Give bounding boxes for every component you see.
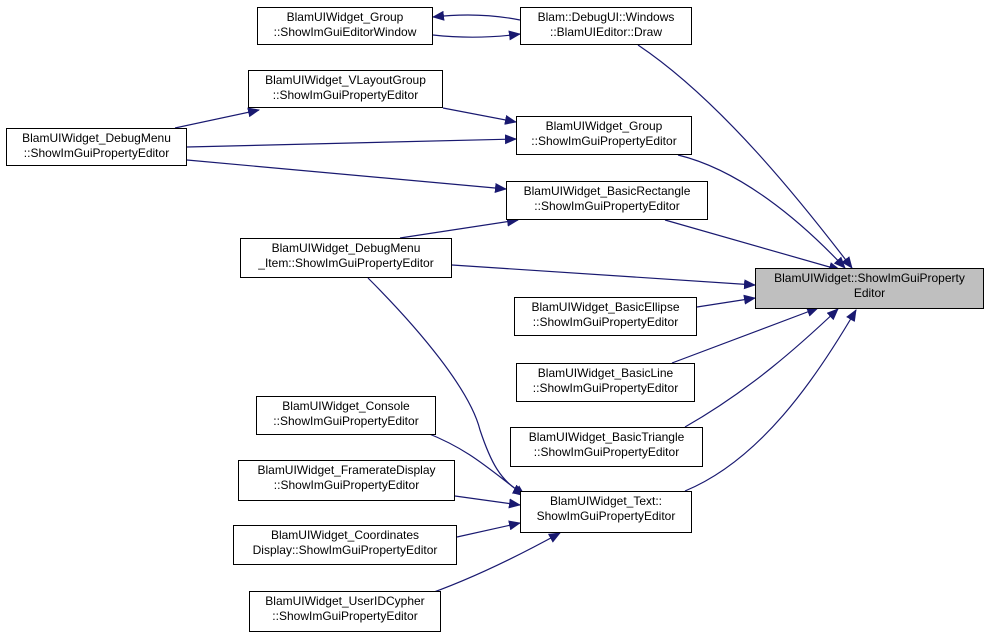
node-label-line2: Display::ShowImGuiPropertyEditor xyxy=(252,543,438,557)
node-label-line2: ::BlamUIEditor::Draw xyxy=(549,25,663,39)
node-label-line2: ::ShowImGuiPropertyEditor xyxy=(23,146,170,160)
node-label-line2: ::ShowImGuiPropertyEditor xyxy=(532,315,679,329)
edge-basic-line-to-target xyxy=(671,307,819,364)
node-target-showimguipropertyeditor: BlamUIWidget::ShowImGuiProperty Editor xyxy=(755,268,984,309)
node-label-line2: ShowImGuiPropertyEditor xyxy=(536,509,676,523)
node-blamuieditor-draw[interactable]: Blam::DebugUI::Windows ::BlamUIEditor::D… xyxy=(520,7,692,45)
edge-useridcypher-to-text xyxy=(419,532,561,598)
node-label-line1: BlamUIWidget_BasicEllipse xyxy=(531,300,680,314)
node-vlayoutgroup[interactable]: BlamUIWidget_VLayoutGroup ::ShowImGuiPro… xyxy=(248,70,443,108)
edge-debugmenu-to-vlayout xyxy=(174,107,260,129)
node-basic-rectangle[interactable]: BlamUIWidget_BasicRectangle ::ShowImGuiP… xyxy=(506,181,708,220)
node-label-line1: BlamUIWidget_BasicTriangle xyxy=(528,430,685,444)
edge-debugmenu-to-basic-rect xyxy=(186,159,507,193)
node-label-line2: ::ShowImGuiPropertyEditor xyxy=(272,609,418,623)
node-label-line1: BlamUIWidget_DebugMenu xyxy=(271,241,421,255)
target-label-line1: BlamUIWidget::ShowImGuiProperty xyxy=(774,271,965,285)
node-label-line1: BlamUIWidget_FramerateDisplay xyxy=(257,463,436,477)
node-group-editor-window[interactable]: BlamUIWidget_Group ::ShowImGuiEditorWind… xyxy=(257,7,433,45)
edge-debugmenu-item-to-target xyxy=(451,264,756,290)
node-basic-triangle[interactable]: BlamUIWidget_BasicTriangle ::ShowImGuiPr… xyxy=(510,427,703,467)
node-debugmenu[interactable]: BlamUIWidget_DebugMenu ::ShowImGuiProper… xyxy=(6,128,187,166)
node-label-line1: BlamUIWidget_Text:: xyxy=(549,494,663,508)
node-label-line1: BlamUIWidget_Console xyxy=(282,399,410,413)
edge-vlayout-to-group-prop xyxy=(442,107,517,125)
node-label-line1: BlamUIWidget_DebugMenu xyxy=(22,131,171,145)
node-label-line1: BlamUIWidget_VLayoutGroup xyxy=(265,73,426,87)
node-group-property-editor[interactable]: BlamUIWidget_Group ::ShowImGuiPropertyEd… xyxy=(516,116,692,155)
node-label-line2: ::ShowImGuiPropertyEditor xyxy=(273,414,419,428)
node-framerate-display[interactable]: BlamUIWidget_FramerateDisplay ::ShowImGu… xyxy=(238,460,455,501)
edge-debugmenu-to-group-prop xyxy=(186,134,517,148)
edge-draw-to-group-window xyxy=(432,10,521,21)
edge-draw-to-target xyxy=(637,44,853,269)
node-debugmenu-item[interactable]: BlamUIWidget_DebugMenu _Item::ShowImGuiP… xyxy=(240,238,452,278)
edge-debugmenu-item-to-basic-rect xyxy=(399,216,519,239)
node-label-line2: ::ShowImGuiPropertyEditor xyxy=(273,478,420,492)
node-label-line1: BlamUIWidget_UserIDCypher xyxy=(265,594,425,608)
node-label-line2: _Item::ShowImGuiPropertyEditor xyxy=(258,256,434,270)
edge-basic-rect-to-target xyxy=(664,219,841,272)
node-label-line1: BlamUIWidget_Coordinates xyxy=(270,528,420,542)
node-basic-line[interactable]: BlamUIWidget_BasicLine ::ShowImGuiProper… xyxy=(516,363,695,402)
node-label-line1: BlamUIWidget_Group xyxy=(286,10,404,24)
edge-debugmenu-item-to-text xyxy=(367,277,525,495)
node-label-line2: ::ShowImGuiPropertyEditor xyxy=(534,199,680,213)
node-label-line2: ::ShowImGuiEditorWindow xyxy=(273,25,417,39)
node-label-line1: BlamUIWidget_BasicLine xyxy=(537,366,674,380)
edge-basic-triangle-to-target xyxy=(684,308,839,428)
node-label-line1: BlamUIWidget_Group xyxy=(545,119,663,133)
edge-group-prop-to-target xyxy=(677,154,846,269)
edge-text-to-target xyxy=(684,309,857,492)
node-label-line1: BlamUIWidget_BasicRectangle xyxy=(523,184,691,198)
edge-coordinates-to-text xyxy=(456,520,521,538)
node-label-line1: Blam::DebugUI::Windows xyxy=(537,10,675,24)
target-label-line2: Editor xyxy=(853,286,886,300)
node-coordinates-display[interactable]: BlamUIWidget_Coordinates Display::ShowIm… xyxy=(233,525,457,565)
node-console[interactable]: BlamUIWidget_Console ::ShowImGuiProperty… xyxy=(256,396,436,435)
node-label-line2: ::ShowImGuiPropertyEditor xyxy=(532,381,679,395)
edge-basic-ellipse-to-target xyxy=(696,294,756,308)
node-basic-ellipse[interactable]: BlamUIWidget_BasicEllipse ::ShowImGuiPro… xyxy=(514,297,697,336)
node-label-line2: ::ShowImGuiPropertyEditor xyxy=(272,88,419,102)
node-label-line2: ::ShowImGuiPropertyEditor xyxy=(533,445,680,459)
node-useridcypher[interactable]: BlamUIWidget_UserIDCypher ::ShowImGuiPro… xyxy=(249,591,441,632)
node-text[interactable]: BlamUIWidget_Text:: ShowImGuiPropertyEdi… xyxy=(520,491,692,533)
node-label-line2: ::ShowImGuiPropertyEditor xyxy=(531,134,677,148)
edge-group-window-to-draw xyxy=(432,30,521,41)
edge-framerate-to-text xyxy=(454,495,521,509)
edge-console-to-text xyxy=(426,432,526,497)
